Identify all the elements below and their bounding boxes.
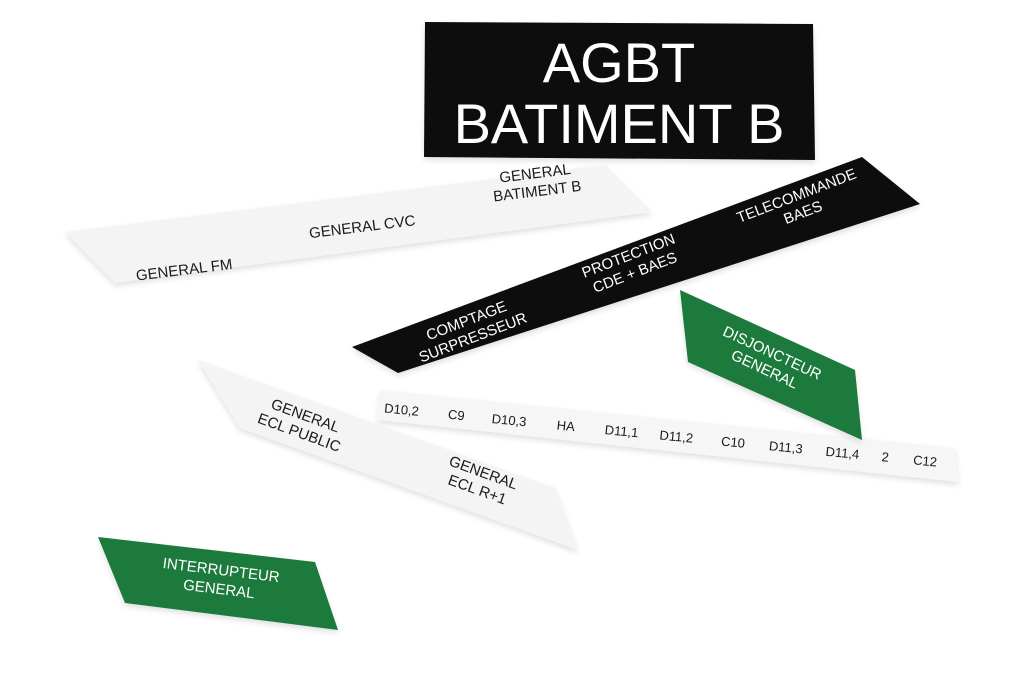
white-strip-ecl: GENERAL ECL PUBLIC GENERAL ECL R+1	[198, 360, 578, 550]
strip-code: C10	[720, 434, 745, 451]
green-disjoncteur-shape	[680, 290, 862, 440]
white-strip-ecl-shape	[198, 360, 578, 550]
agbt-line1: AGBT	[543, 31, 695, 94]
strip-code: C9	[447, 407, 465, 424]
strip-code: D10,2	[384, 400, 420, 418]
strip-code: D11,4	[825, 444, 860, 462]
strip-code: 2	[881, 449, 890, 465]
white-strip-shape	[65, 165, 652, 283]
strip-code: D11,3	[768, 438, 803, 456]
green-disjoncteur-plate: DISJONCTEUR GENERAL	[680, 290, 862, 440]
strip-code: D11,1	[604, 422, 639, 440]
black-strip-shape	[352, 157, 920, 373]
agbt-plate-shape	[424, 22, 815, 160]
number-strip-shape	[378, 390, 958, 482]
strip-code: D10,3	[491, 411, 527, 429]
number-strip: D10,2 C9 D10,3 HA D11,1 D11,2 C10 D11,3 …	[378, 390, 958, 482]
white-strip-general: GENERAL FM GENERAL CVC GENERAL BATIMENT …	[65, 161, 652, 285]
strip-code: D11,2	[659, 427, 694, 445]
green-interrupteur-plate: INTERRUPTEUR GENERAL	[98, 537, 338, 630]
green-interrupteur-shape	[98, 537, 338, 630]
strip-code: HA	[556, 417, 576, 434]
agbt-line2: BATIMENT B	[454, 92, 785, 155]
strip-code: C12	[913, 452, 938, 469]
agbt-plate: AGBT BATIMENT B	[424, 22, 815, 160]
